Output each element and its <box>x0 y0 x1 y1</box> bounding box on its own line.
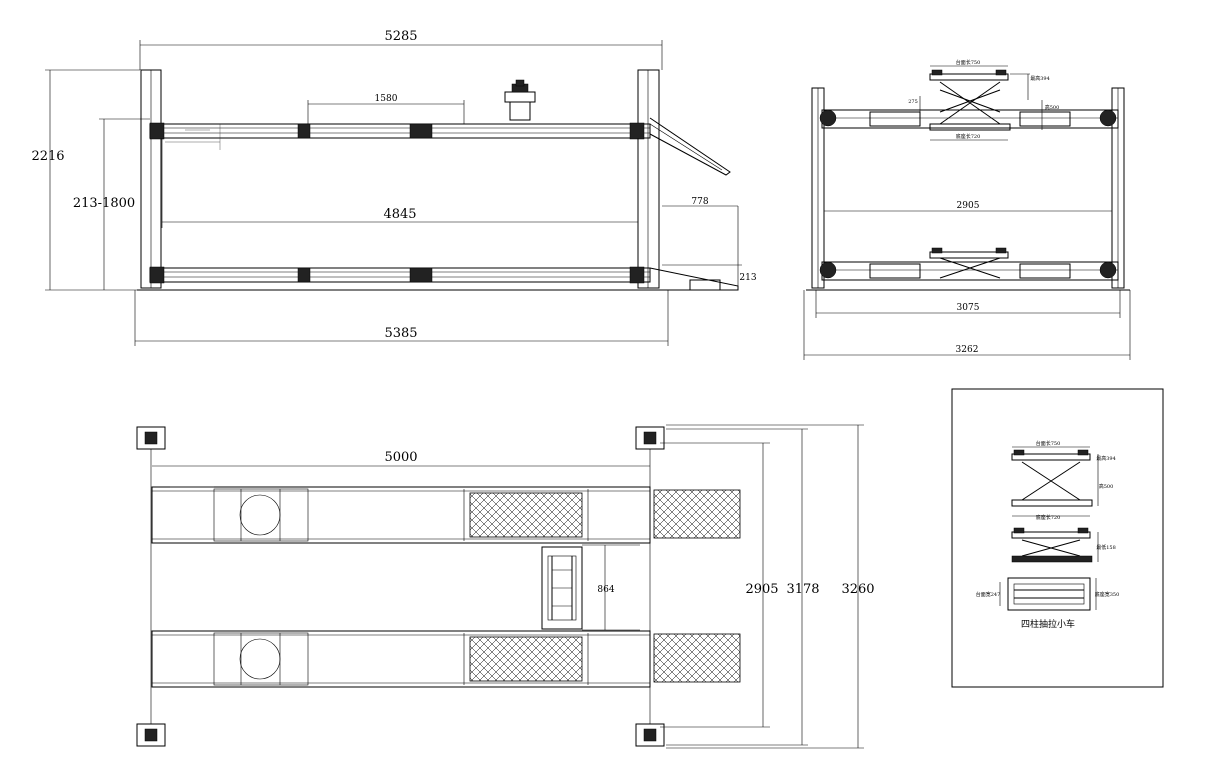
detail-label-side-1: 台面宽247 <box>976 591 1001 598</box>
ramp-upper <box>653 489 741 539</box>
end-view: 台面长750 底座长720 最高394 高500 275 2905 3075 <box>803 59 1131 360</box>
plan-dim-runway-gap: 864 <box>597 585 614 595</box>
end-dim-base-width: 3262 <box>956 345 979 355</box>
end-label-base-length: 底座长720 <box>956 133 981 140</box>
rolling-jack <box>541 546 583 630</box>
dim-ramp-height: 213 <box>739 273 756 283</box>
post-bottom-right <box>635 723 665 747</box>
end-label-height-1: 最高394 <box>1030 75 1050 82</box>
slip-plate-lower <box>469 636 583 682</box>
post-bottom-left <box>136 723 166 747</box>
post-top-left <box>136 426 166 450</box>
plan-dim-runway-length: 5000 <box>384 450 417 465</box>
post-top-right <box>635 426 665 450</box>
detail-box: 台面长750 最高394 高500 底座长720 最低158 台面宽247 底座… <box>951 388 1164 688</box>
end-label-top-length: 台面长750 <box>956 59 981 66</box>
plan-dim-inner-width: 2905 <box>745 582 778 597</box>
detail-label-low: 最低158 <box>1096 544 1116 551</box>
detail-label-side-2: 底座宽350 <box>1095 591 1120 598</box>
end-label-275: 275 <box>908 99 918 105</box>
detail-label-height-2: 高500 <box>1099 483 1114 490</box>
ramp-lower <box>653 633 741 683</box>
plan-dim-overall-width: 3260 <box>841 582 874 597</box>
end-dim-outer-width: 3075 <box>957 303 980 313</box>
detail-label-height-1: 最高394 <box>1096 455 1116 462</box>
detail-caption: 四柱抽拉小车 <box>1021 618 1075 630</box>
dim-overall-height: 2216 <box>31 149 64 164</box>
slip-plate-upper <box>469 492 583 538</box>
dim-platform-length: 4845 <box>383 207 416 222</box>
side-view: 5285 2216 213-1800 1580 <box>31 29 757 346</box>
end-dim-inner-width: 2905 <box>957 201 980 211</box>
detail-label-top-length: 台面长750 <box>1036 440 1061 447</box>
dim-base-length: 5385 <box>384 326 417 341</box>
dim-inner-span: 1580 <box>375 94 398 104</box>
dim-ramp-length: 778 <box>691 197 708 207</box>
dim-overall-length-top: 5285 <box>384 29 417 44</box>
detail-label-base-length: 底座长720 <box>1036 514 1061 521</box>
end-label-height-2: 高500 <box>1045 104 1060 111</box>
plan-dim-post-width: 3178 <box>786 582 819 597</box>
plan-view: 5000 86 <box>136 424 875 749</box>
dim-lift-range: 213-1800 <box>73 196 135 211</box>
